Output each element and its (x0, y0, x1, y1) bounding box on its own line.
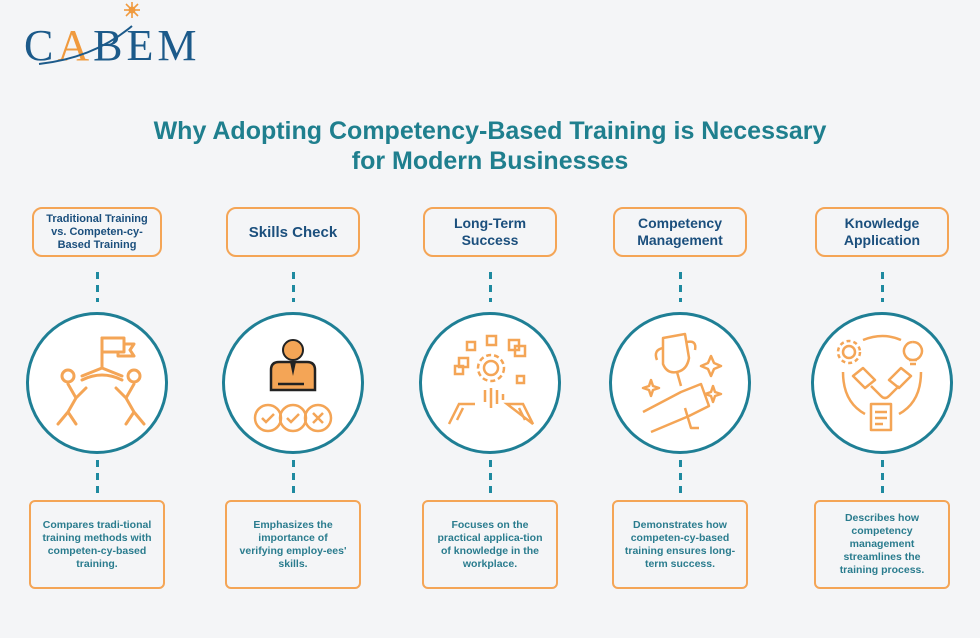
step-description: Demonstrates how competen-cy-based train… (624, 518, 736, 570)
step-heading: Long-Term Success (453, 215, 527, 248)
step-description-box: Focuses on the practical applica-tion of… (422, 500, 558, 589)
connector-dash (95, 272, 99, 302)
logo-wordmark: CABEM (24, 21, 201, 70)
icon-circle (811, 312, 953, 454)
step-description-box: Describes how competency management stre… (814, 500, 950, 589)
icon-circle (609, 312, 751, 454)
connector-dash (880, 460, 884, 494)
gear-platform-icon (447, 334, 535, 425)
title-line-2: for Modern Businesses (351, 147, 629, 175)
step-long-term-success: Long-Term Success Focuses on the practic… (415, 0, 565, 638)
connector-dash (678, 460, 682, 494)
step-knowledge-application: Knowledge Application Describes how comp… (807, 0, 957, 638)
tug-of-war-flag-icon (56, 336, 146, 426)
employee-checklist-icon (253, 339, 333, 433)
icon-circle (419, 312, 561, 454)
logo-swoosh (38, 25, 133, 65)
connector-dash (488, 460, 492, 494)
icon-circle (26, 312, 168, 454)
title-line-1: Why Adopting Competency-Based Training i… (153, 117, 827, 145)
step-heading: Traditional Training vs. Competen-cy-Bas… (46, 212, 148, 251)
trophy-hand-icon (641, 332, 723, 434)
connector-dash (291, 272, 295, 302)
star-burst-icon (124, 2, 140, 18)
step-description-box: Demonstrates how competen-cy-based train… (612, 500, 748, 589)
step-heading-box: Skills Check (226, 207, 360, 257)
step-description-box: Emphasizes the importance of verifying e… (225, 500, 361, 589)
connector-dash (678, 272, 682, 302)
icon-circle (222, 312, 364, 454)
step-heading: Skills Check (248, 223, 338, 241)
step-heading-box: Traditional Training vs. Competen-cy-Bas… (32, 207, 162, 257)
step-heading: Competency Management (637, 215, 723, 248)
page-title: Why Adopting Competency-Based Training i… (0, 116, 980, 176)
cabem-logo: CABEM (24, 2, 234, 74)
handshake-idea-icon (836, 334, 924, 432)
step-traditional-vs-cbt: Traditional Training vs. Competen-cy-Bas… (22, 0, 172, 638)
step-description: Compares tradi-tional training methods w… (42, 518, 152, 570)
step-competency-management: Competency Management Demonstrates how c… (605, 0, 755, 638)
step-description: Describes how competency management stre… (839, 512, 925, 576)
step-heading-box: Competency Management (613, 207, 747, 257)
step-description: Emphasizes the importance of verifying e… (239, 518, 347, 570)
step-description: Focuses on the practical applica-tion of… (437, 518, 543, 570)
step-skills-check: Skills Check Emphasizes the importance o… (218, 0, 368, 638)
step-heading-box: Knowledge Application (815, 207, 949, 257)
connector-dash (95, 460, 99, 494)
connector-dash (291, 460, 295, 494)
connector-dash (488, 272, 492, 302)
step-heading: Knowledge Application (843, 215, 921, 248)
step-heading-box: Long-Term Success (423, 207, 557, 257)
step-description-box: Compares tradi-tional training methods w… (29, 500, 165, 589)
connector-dash (880, 272, 884, 302)
